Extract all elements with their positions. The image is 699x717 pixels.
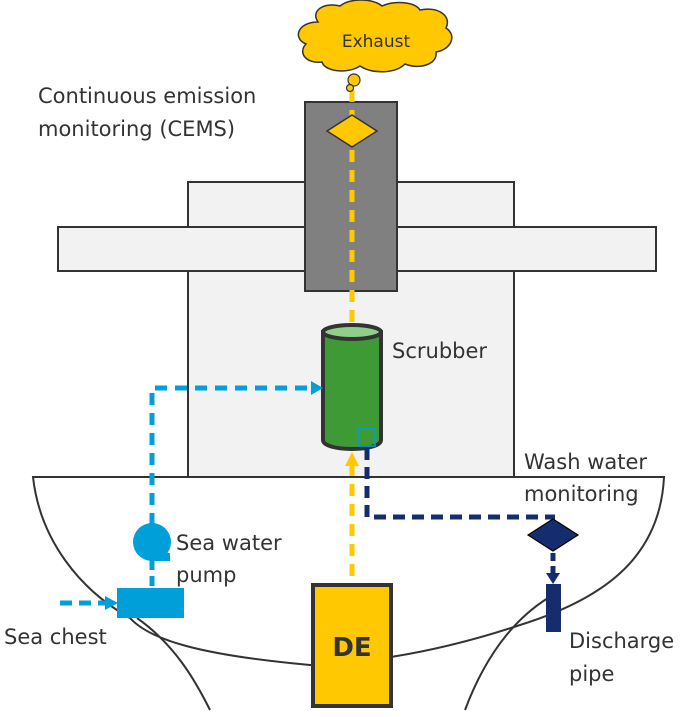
wash-water-outlet — [357, 428, 376, 447]
diesel-engine-label: DE — [332, 633, 371, 663]
sea-water-pump-icon — [133, 523, 171, 561]
wash-water-flow — [364, 448, 555, 520]
diesel-engine — [311, 583, 393, 708]
exhaust-label: Exhaust — [342, 32, 411, 52]
exhaust-cloud — [297, 0, 453, 93]
discharge-label-line1: Discharge — [569, 629, 674, 653]
sea-chest-label: Sea chest — [4, 625, 107, 649]
wash-water-label-line2: monitoring — [524, 482, 639, 506]
cems-sensor-icon — [325, 114, 379, 148]
sea-water-pump-label-line2: pump — [176, 563, 236, 587]
wash-water-label-line1: Wash water — [524, 450, 647, 474]
cems-label-line2: monitoring (CEMS) — [38, 117, 235, 141]
sea-water-inflow-arrowhead — [105, 596, 118, 610]
scrubber-tower — [321, 323, 383, 451]
sea-water-pump-label-line1: Sea water — [176, 531, 282, 555]
scrubber-label: Scrubber — [392, 339, 487, 363]
hull-keel-left — [136, 617, 211, 711]
cems-label-line1: Continuous emission — [38, 84, 256, 108]
discharge-pipe — [546, 584, 561, 632]
wash-water-monitor-icon — [526, 518, 580, 552]
exhaust-flow-arrowhead — [345, 452, 359, 466]
hull-keel-right — [464, 597, 549, 711]
discharge-label-line2: pipe — [569, 662, 614, 686]
wash-water-arrowhead — [546, 573, 560, 584]
sea-chest — [117, 588, 184, 618]
sea-water-arrowhead — [311, 381, 323, 395]
sea-water-flow-to-scrubber — [149, 385, 314, 525]
